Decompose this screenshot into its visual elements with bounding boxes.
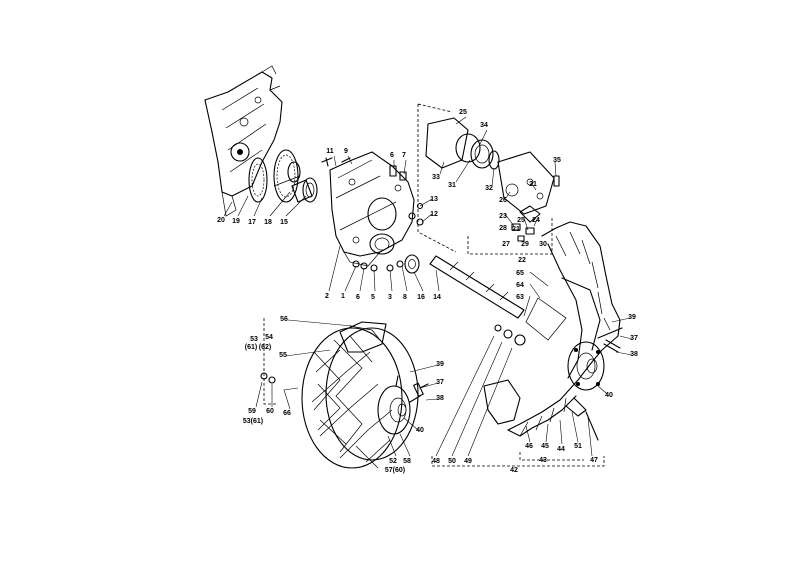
- part-label-p2: 2: [325, 293, 329, 300]
- part-label-p53b: 53(61): [243, 418, 263, 425]
- part-label-p61a: (61): [245, 344, 257, 351]
- part-label-p52: 52: [389, 458, 397, 465]
- part-label-p55: 55: [279, 352, 287, 359]
- part-label-p48: 48: [432, 458, 440, 465]
- front-housing: [329, 151, 415, 267]
- part-label-p27: 27: [502, 241, 510, 248]
- part-label-p6b: 6: [356, 294, 360, 301]
- part-label-p37r: 37: [630, 335, 638, 342]
- part-label-p6t: 6: [390, 152, 394, 159]
- part-label-p37l: 37: [436, 379, 444, 386]
- hardware-fasteners: [321, 157, 424, 274]
- part-label-p64: 64: [516, 282, 524, 289]
- right-tine-wheel: [483, 221, 623, 441]
- part-label-p20: 20: [217, 217, 225, 224]
- part-label-p65: 65: [516, 270, 524, 277]
- part-label-p15: 15: [280, 219, 288, 226]
- part-label-p56: 56: [280, 316, 288, 323]
- part-label-p40l: 40: [416, 427, 424, 434]
- part-label-p53a: 53: [250, 336, 258, 343]
- part-label-p34: 34: [480, 122, 488, 129]
- part-label-p22: 22: [518, 257, 526, 264]
- part-label-p8: 8: [403, 294, 407, 301]
- part-label-p33: 33: [432, 174, 440, 181]
- part-label-p63: 63: [516, 294, 524, 301]
- part-label-p19: 19: [232, 218, 240, 225]
- part-label-p42: 42: [510, 467, 518, 474]
- part-label-p40r: 40: [605, 392, 613, 399]
- part-label-p1: 1: [341, 293, 345, 300]
- part-label-p5: 5: [371, 294, 375, 301]
- part-label-p12: 12: [430, 211, 438, 218]
- part-label-p9: 9: [344, 148, 348, 155]
- rear-housing-cover: [204, 65, 283, 217]
- part-label-p5760: 57(60): [385, 467, 405, 474]
- part-label-p25b: 25: [517, 217, 525, 224]
- part-label-p43: 43: [539, 457, 547, 464]
- part-label-p17: 17: [248, 219, 256, 226]
- part-label-p58: 58: [403, 458, 411, 465]
- part-label-p30: 30: [539, 241, 547, 248]
- part-label-p44: 44: [557, 446, 565, 453]
- left-tire-wheel: [260, 321, 429, 469]
- part-label-p11: 11: [326, 148, 334, 155]
- part-label-p21b: 21: [512, 226, 520, 233]
- part-label-p32: 32: [485, 185, 493, 192]
- axle-shaft: [429, 255, 525, 319]
- part-label-p29: 29: [521, 241, 529, 248]
- part-label-p21a: 21: [529, 181, 537, 188]
- part-label-p47: 47: [590, 457, 598, 464]
- part-label-p54: 54: [265, 334, 273, 341]
- part-label-p13: 13: [430, 196, 438, 203]
- part-label-p51: 51: [574, 443, 582, 450]
- part-label-p46: 46: [525, 443, 533, 450]
- part-label-p39r: 39: [628, 314, 636, 321]
- part-label-p66: 66: [283, 410, 291, 417]
- bottom-brackets: [263, 318, 605, 467]
- part-label-p60: 60: [266, 408, 274, 415]
- part-label-p59: 59: [248, 408, 256, 415]
- leader-lines: [223, 116, 633, 457]
- part-label-p45: 45: [541, 443, 549, 450]
- part-label-p28: 28: [499, 225, 507, 232]
- gear-stack: [248, 149, 318, 203]
- part-label-p49: 49: [464, 458, 472, 465]
- side-cover-assembly: [425, 117, 560, 242]
- part-label-p38r: 38: [630, 351, 638, 358]
- part-label-p16: 16: [417, 294, 425, 301]
- part-label-p31: 31: [448, 182, 456, 189]
- part-label-p38l: 38: [436, 395, 444, 402]
- part-label-p50: 50: [448, 458, 456, 465]
- part-label-p62: (62): [259, 344, 271, 351]
- part-label-p39l: 39: [436, 361, 444, 368]
- part-label-p35: 35: [553, 157, 561, 164]
- part-label-p23: 23: [499, 213, 507, 220]
- part-label-p3: 3: [388, 294, 392, 301]
- part-label-p26: 26: [499, 197, 507, 204]
- part-label-p25a: 25: [459, 109, 467, 116]
- group-brackets: [417, 103, 553, 255]
- part-label-p24: 24: [532, 217, 540, 224]
- part-label-p7: 7: [402, 152, 406, 159]
- part-label-p14: 14: [433, 294, 441, 301]
- part-label-p18: 18: [264, 219, 272, 226]
